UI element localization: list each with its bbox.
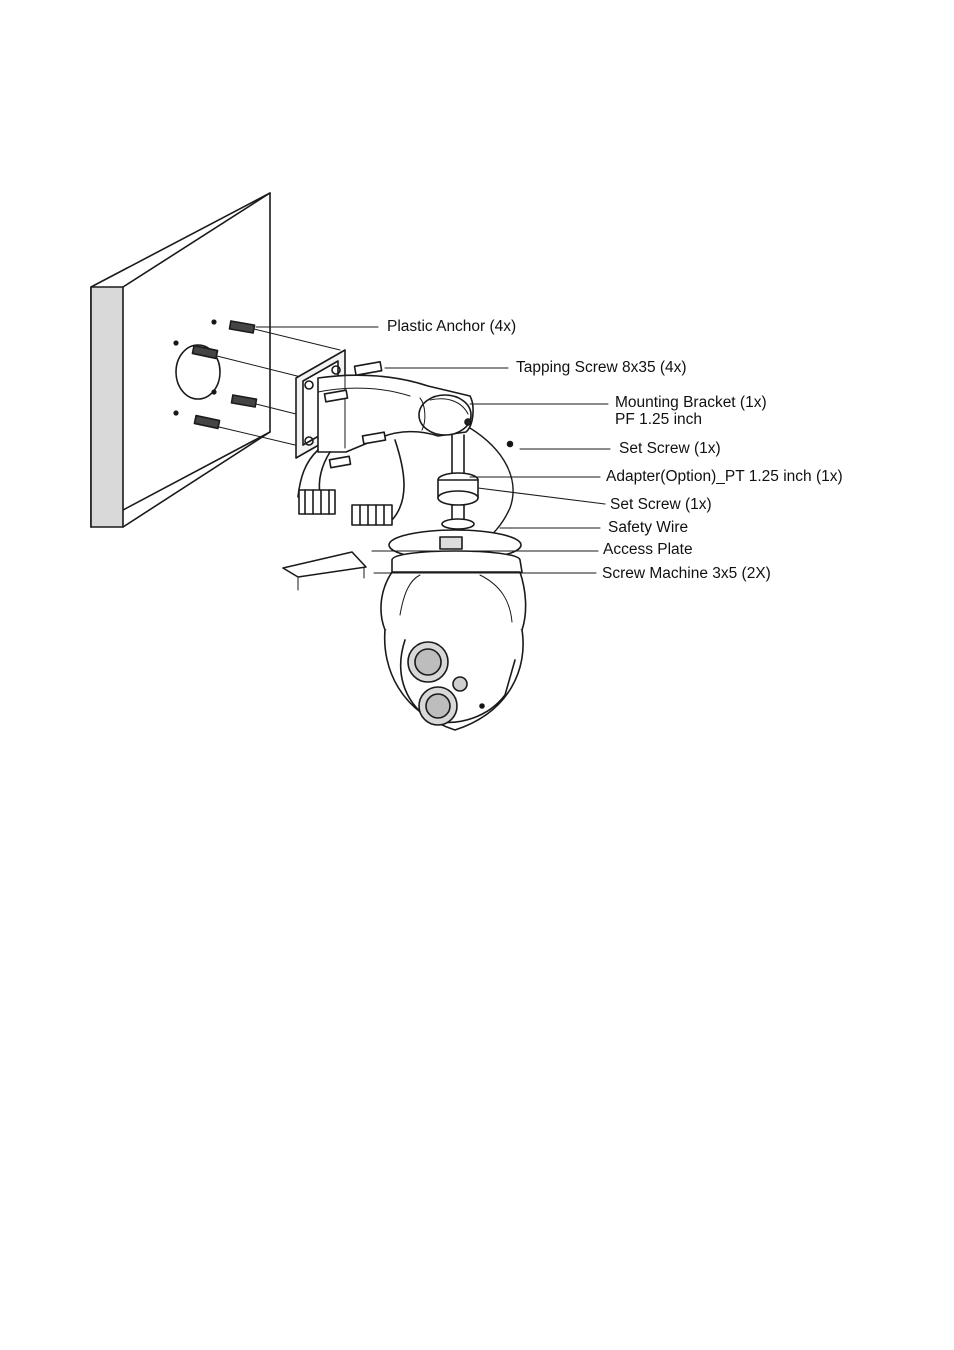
label-access-plate-text: Access Plate [603,541,693,558]
label-tapping-screw-text: Tapping Screw 8x35 (4x) [516,359,687,376]
plastic-anchors [173,319,341,446]
label-plastic-anchor: Plastic Anchor (4x) [387,318,516,335]
set-screw-dot [506,440,514,448]
label-set-screw-1-text: Set Screw (1x) [619,440,721,457]
label-mounting-bracket-line1: Mounting Bracket (1x) [615,394,767,411]
label-adapter: Adapter(Option)_PT 1.25 inch (1x) [606,468,843,485]
label-adapter-text: Adapter(Option)_PT 1.25 inch (1x) [606,468,843,485]
label-set-screw-2: Set Screw (1x) [610,496,712,513]
label-safety-wire-text: Safety Wire [608,519,689,536]
label-safety-wire: Safety Wire [608,519,688,536]
label-screw-machine-text: Screw Machine 3x5 (2X) [602,565,771,582]
tapping-screws [323,361,387,469]
label-set-screw-2-text: Set Screw (1x) [610,496,712,513]
label-access-plate: Access Plate [603,541,693,558]
adapter-pipe [437,434,479,530]
label-mounting-bracket: Mounting Bracket (1x) PF 1.25 inch [615,394,767,428]
leader-lines [255,326,611,574]
wall-hole [175,344,221,400]
cables-connectors [297,439,405,526]
label-set-screw-1: Set Screw (1x) [619,440,721,457]
label-plastic-anchor-text: Plastic Anchor (4x) [387,318,517,335]
access-plate [282,551,367,591]
mounting-bracket-arm [317,371,474,453]
label-screw-machine: Screw Machine 3x5 (2X) [602,565,771,582]
label-mounting-bracket-line2: PF 1.25 inch [615,411,703,428]
label-tapping-screw: Tapping Screw 8x35 (4x) [516,359,687,376]
camera-body [380,529,527,731]
